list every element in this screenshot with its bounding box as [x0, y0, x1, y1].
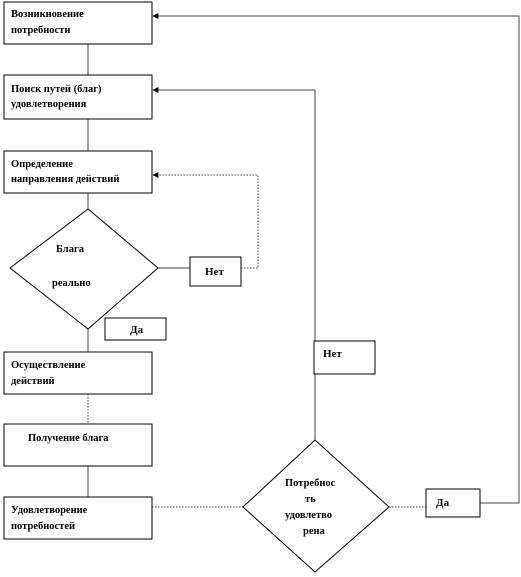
connectors — [87, 13, 520, 508]
connector-no1-loop — [152, 172, 259, 269]
box-need-arises-line2: потребности — [11, 25, 70, 36]
label-yes-2: Да — [425, 488, 481, 518]
box-perform-actions: Осуществление действий — [3, 351, 153, 395]
box-perform-actions-line1: Осуществление — [11, 360, 86, 371]
box-perform-actions-line2: действий — [11, 376, 55, 387]
box-need-arises: Возникновение потребности — [3, 1, 153, 45]
box-obtain-benefit-line1: Получение блага — [28, 433, 109, 444]
label-no-2-text: Нет — [323, 348, 342, 360]
decision-benefit-real-line2: реально — [52, 278, 91, 289]
box-need-arises-line1: Возникновение — [11, 9, 84, 20]
decision-need-satisfied-line1: Потребнос — [285, 478, 336, 489]
connector-yes2-loop — [152, 13, 520, 504]
box-search-ways-line2: удовлетворения — [11, 99, 87, 110]
decision-need-satisfied-line2: ть — [305, 494, 316, 505]
box-satisfy-needs-line1: Удовлетворение — [11, 505, 88, 516]
decision-need-satisfied-line4: рена — [303, 526, 326, 537]
decision-benefit-real-line1: Блага — [56, 244, 85, 255]
label-no-1-text: Нет — [205, 266, 224, 278]
decision-benefit-real: Блага реально — [9, 208, 159, 330]
box-define-direction-line1: Определение — [11, 159, 73, 170]
label-yes-1: Да — [104, 317, 167, 341]
box-search-ways: Поиск путей (благ) удовлетворения — [3, 74, 153, 120]
decision-need-satisfied-line3: удовлетво — [285, 510, 332, 521]
decision-need-satisfied: Потребнос ть удовлетво рена — [242, 439, 390, 573]
label-yes-2-text: Да — [436, 497, 450, 509]
box-satisfy-needs: Удовлетворение потребностей — [3, 496, 153, 540]
box-obtain-benefit: Получение блага — [3, 423, 153, 467]
box-satisfy-needs-line2: потребностей — [11, 521, 75, 532]
box-define-direction: Определение направления действий — [3, 150, 153, 194]
label-no-2: Нет — [313, 340, 376, 375]
box-define-direction-line2: направления действий — [11, 174, 119, 185]
box-search-ways-line1: Поиск путей (благ) — [11, 84, 102, 95]
label-yes-1-text: Да — [130, 324, 144, 336]
label-no-1: Нет — [189, 256, 242, 287]
connector-no2-loop — [152, 87, 316, 440]
